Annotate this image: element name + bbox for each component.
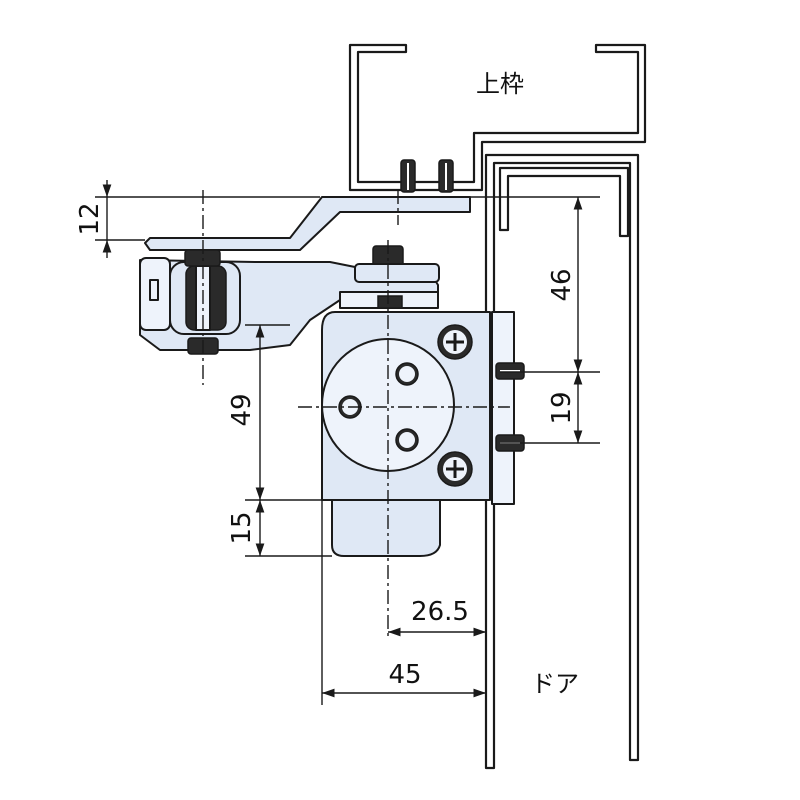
dim-49: 49 — [227, 393, 257, 426]
center-lines — [202, 190, 510, 640]
upper-frame-label: 上枠 — [476, 70, 524, 98]
mounting-plate — [491, 311, 525, 505]
extension-lines — [95, 196, 600, 705]
dim-19: 19 — [547, 391, 577, 424]
dimension-lines — [102, 180, 583, 698]
arm-pivot-nut — [339, 245, 440, 309]
dim-46: 46 — [547, 268, 577, 301]
upper-frame — [348, 43, 647, 192]
dim-45: 45 — [388, 660, 421, 690]
door-profile — [484, 153, 640, 770]
dim-12: 12 — [75, 202, 105, 235]
door-label: ドア — [531, 670, 579, 698]
arm-bracket — [144, 196, 471, 251]
dim-26-5: 26.5 — [411, 597, 469, 627]
dim-15: 15 — [227, 511, 257, 544]
closer-body — [321, 311, 491, 557]
frame-screws — [400, 159, 454, 193]
